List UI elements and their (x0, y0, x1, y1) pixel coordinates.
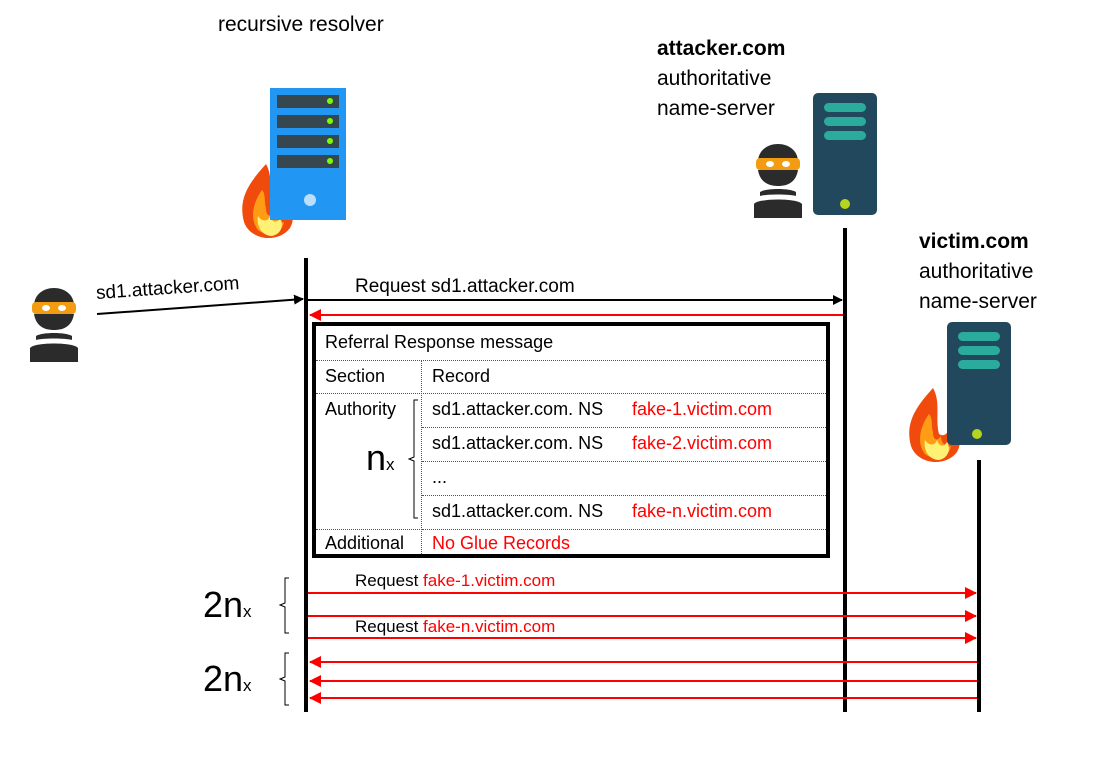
attacker-ns-role: authoritative (657, 67, 772, 90)
section-header: Section (325, 366, 386, 386)
record-prefix: sd1.attacker.com. NS (432, 433, 604, 453)
multiplier-x: x (243, 602, 252, 621)
hacker-icon (30, 288, 78, 362)
request-attacker-label: Request sd1.attacker.com (355, 276, 575, 297)
resolver-label: recursive resolver (218, 13, 384, 36)
attacker-ns-name: attacker.com (657, 37, 786, 60)
record-target: fake-n.victim.com (632, 501, 773, 521)
authority-label: Authority (325, 399, 397, 419)
column-separator (421, 360, 422, 554)
attacker-ns-type: name-server (657, 97, 775, 120)
authority-bottom-border (316, 495, 422, 530)
requests-multiplier: 2nx (203, 587, 252, 623)
record-prefix: sd1.attacker.com. NS (432, 399, 604, 419)
request-prefix: Request (355, 571, 424, 590)
request-target: fake-n.victim.com (423, 617, 556, 636)
record-row: sd1.attacker.com. NS fake-1.victim.com (422, 393, 826, 428)
record-target: fake-1.victim.com (632, 399, 773, 419)
server-icon (947, 322, 1011, 445)
request-faken-label: Request fake-n.victim.com (355, 617, 555, 637)
authority-multiplier: nx (366, 440, 395, 476)
record-prefix: sd1.attacker.com. NS (432, 501, 604, 521)
referral-title: Referral Response message (325, 332, 554, 352)
record-ellipsis: ... (432, 467, 448, 487)
authority-row: Authority (316, 393, 826, 427)
server-icon (270, 88, 346, 220)
record-row: sd1.attacker.com. NS fake-n.victim.com (422, 495, 826, 530)
victim-ns-role: authoritative (919, 260, 1034, 283)
multiplier-x: x (386, 455, 395, 474)
server-icon (813, 93, 877, 215)
record-header: Record (432, 366, 491, 386)
victim-ns-name: victim.com (919, 230, 1029, 253)
hacker-icon (754, 144, 802, 218)
client-query-arrow (96, 294, 304, 315)
multiplier-x: x (243, 676, 252, 695)
additional-row: Additional No Glue Records (316, 529, 826, 558)
request-prefix: Request (355, 617, 424, 636)
record-row: ... (422, 461, 826, 496)
additional-label: Additional (325, 533, 405, 553)
record-row: sd1.attacker.com. NS fake-2.victim.com (422, 427, 826, 462)
multiplier-n: 2n (203, 584, 244, 625)
multiplier-n: 2n (203, 658, 244, 699)
request-target: fake-1.victim.com (423, 571, 556, 590)
record-target: fake-2.victim.com (632, 433, 773, 453)
requests-brace (278, 577, 289, 634)
multiplier-n: n (366, 437, 387, 478)
responses-multiplier: 2nx (203, 661, 252, 697)
responses-brace (278, 652, 289, 706)
referral-title-row: Referral Response message (316, 326, 826, 361)
additional-value: No Glue Records (432, 533, 571, 553)
request-fake1-label: Request fake-1.victim.com (355, 571, 555, 591)
header-row: Section Record (316, 360, 826, 394)
victim-ns-type: name-server (919, 290, 1037, 313)
authority-brace (407, 399, 418, 519)
fire-icon (909, 388, 960, 463)
referral-response-message: Referral Response message Section Record… (312, 322, 830, 558)
